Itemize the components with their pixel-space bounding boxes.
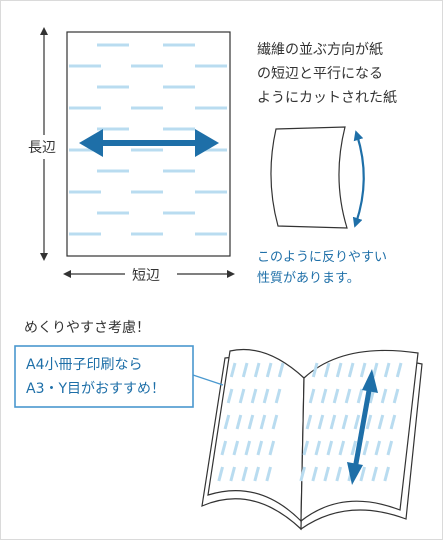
booklet-grain-dash [314,440,322,456]
booklet-grain-dash [241,466,248,482]
booklet-grain-dash [320,388,328,404]
booklet-grain-dash [359,362,367,378]
booklet-grain-dash [238,388,246,404]
booklet-grain-dash [329,414,337,430]
booklet-grain-dash [380,388,388,404]
description-line-3: ようにカットされた紙 [257,90,397,106]
booklet-grain-dash [392,388,400,404]
long-edge-label: 長辺 [28,135,56,159]
booklet-grain-dash [383,362,391,378]
booklet-grain-dash [341,414,349,430]
booklet-grain-dash [371,362,379,378]
booklet-grain-dash [335,362,343,378]
curl-note-line-1: このように反りやすい [257,250,388,265]
booklet-grain-dash [323,362,331,378]
booklet-grain-dash [323,466,330,482]
booklet-grain-arrow [352,384,373,470]
booklet-grain-dash [302,440,310,456]
booklet-grain-dash [359,466,366,482]
booklet-grain-dash [374,440,382,456]
booklet-grain-dash [311,466,318,482]
booklet-arrow-head-top [362,369,378,393]
booklet-grain-dash [262,388,270,404]
booklet-grain-dash [235,414,243,430]
booklet-grain-dash [335,466,342,482]
booklet-grain-dash [265,362,273,378]
booklet-grain-dash [350,440,358,456]
booklet-grain-dash [395,362,403,378]
booklet-grain-dash [220,440,228,456]
booklet-arrow-head-bottom [347,462,363,485]
booklet-grain-dash [250,388,258,404]
booklet-grain-dash [299,466,306,482]
booklet-grain-dash [338,440,346,456]
booklet-grain-dash [265,466,272,482]
booklet-grain-dash [332,388,340,404]
booklet-grain-dash [226,388,234,404]
booklet-grain-dash [229,466,236,482]
booklet-grain-dash [253,466,260,482]
booklet-grain-dash [223,414,231,430]
booklet-grain-dash [353,414,361,430]
booklet-grain-dash [347,362,355,378]
recommend-line-1: A4小冊子印刷なら [26,357,143,373]
curl-note-line-2: 性質があります。 [257,271,360,286]
description-line-2: の短辺と平行になる [257,66,383,82]
short-edge-label: 短辺 [132,268,160,284]
booklet-grain-dash [389,414,397,430]
booklet-grain-dash [259,414,267,430]
booklet-grain-dash [377,414,385,430]
booklet-grain-dash [232,440,240,456]
booklet-grain-dash [308,388,316,404]
booklet-grain-dash [311,362,319,378]
booklet-grain-dash [383,466,390,482]
booklet-grain-dash [326,440,334,456]
booklet-grain-dash [241,362,249,378]
callout-connector [192,374,224,386]
curled-sheet [270,126,348,229]
grain-lines [69,43,227,236]
booklet-grain-dash [386,440,394,456]
booklet-grain-dash [229,362,237,378]
booklet-grain-dash [365,414,373,430]
booklet-grain-dash [274,388,282,404]
consider-heading: めくりやすさ考慮！ [24,320,150,336]
booklet-grain-lines [217,362,403,482]
booklet-grain-dash [217,466,224,482]
booklet-grain-dash [356,388,364,404]
description-line-1: 繊維の並ぶ方向が紙 [257,42,383,58]
booklet-grain-dash [371,466,378,482]
booklet-grain-dash [268,440,276,456]
booklet-grain-dash [256,440,264,456]
booklet-grain-dash [247,414,255,430]
booklet-grain-dash [317,414,325,430]
booklet-grain-dash [244,440,252,456]
grain-arrow-head-right [195,129,219,157]
booklet-grain-dash [344,388,352,404]
curl-arrow [352,130,365,228]
booklet-grain-dash [362,440,370,456]
booklet-grain-dash [271,414,279,430]
callout-box [14,345,194,408]
booklet-grain-dash [253,362,261,378]
booklet-grain-dash [305,414,313,430]
booklet-grain-dash [277,362,285,378]
recommend-line-2: A3・Y目がおすすめ！ [26,381,166,397]
grain-arrow-head-left [79,129,103,157]
